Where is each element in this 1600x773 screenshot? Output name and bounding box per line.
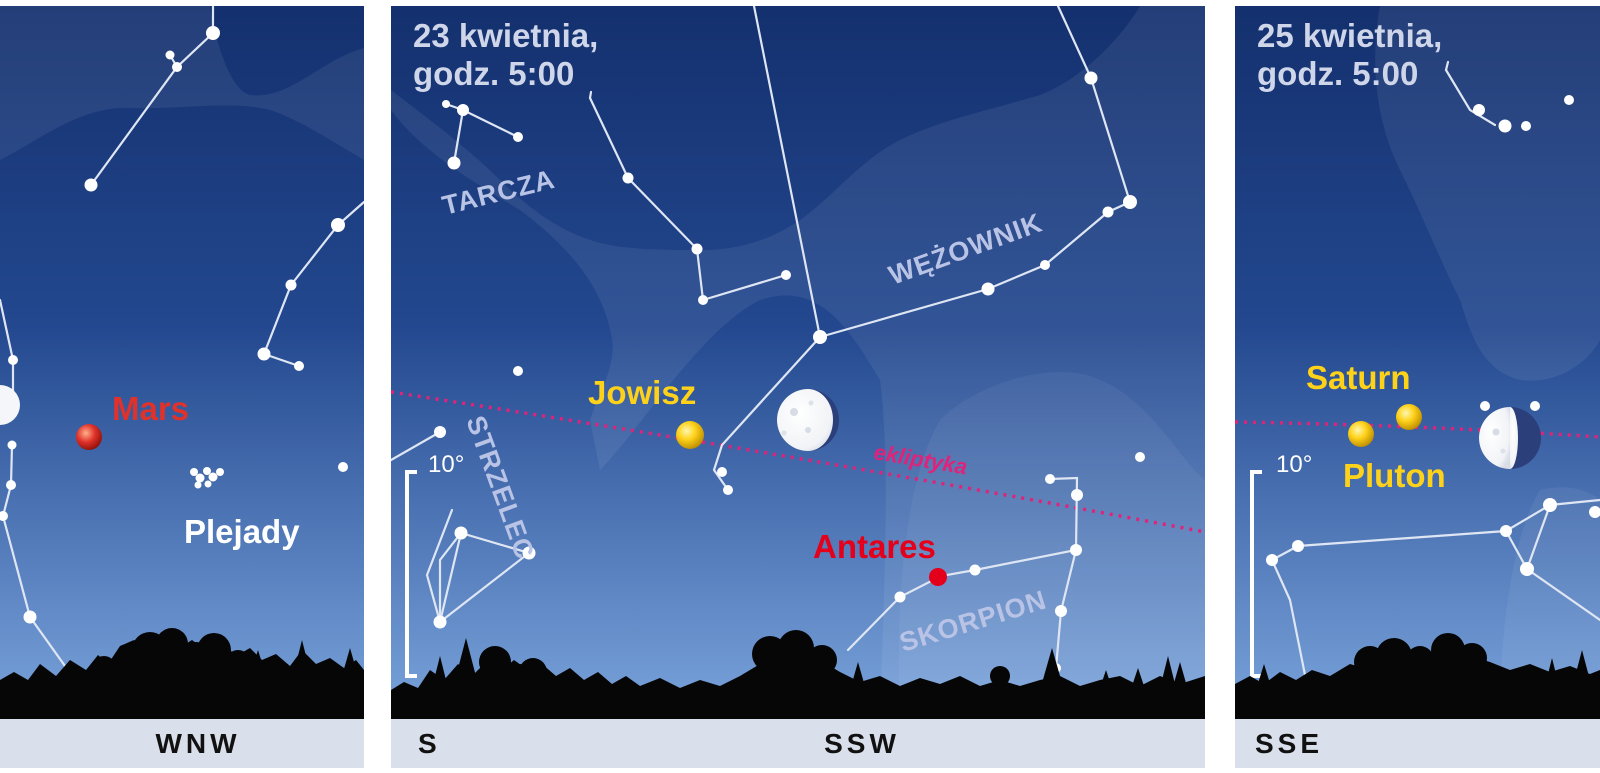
treeline-silhouette — [1235, 648, 1600, 719]
milky-way-band — [391, 6, 1205, 719]
tree-crowns — [92, 628, 358, 680]
date-line-2: godz. 5:00 — [413, 55, 574, 92]
pleiades-label: Plejady — [184, 513, 300, 550]
sky-background — [1235, 6, 1600, 719]
jupiter-label: Jowisz — [588, 374, 696, 411]
direction-strip — [391, 719, 1205, 768]
direction-label-sse: SSE — [1255, 728, 1323, 759]
tree-crowns — [432, 630, 1188, 694]
sky-background — [0, 6, 364, 719]
panel-sse: Saturn Pluton 25 kwietnia, godz. 5:00 10… — [1235, 6, 1600, 768]
direction-strip — [1235, 719, 1600, 768]
scale-bar-10deg: 10° — [405, 451, 464, 678]
moon-last-quarter-icon — [1479, 407, 1541, 469]
pleiades-cluster-icon — [190, 467, 224, 489]
saturn-planet-icon — [1396, 404, 1422, 430]
treeline-silhouette — [0, 634, 364, 719]
milky-way-glow — [898, 372, 1205, 719]
direction-strip — [0, 719, 364, 768]
ecliptic-line — [1235, 420, 1600, 439]
jupiter-planet-icon — [676, 421, 704, 449]
antares-star-icon — [929, 568, 947, 586]
stars — [433, 71, 1145, 673]
mars-planet-icon — [76, 424, 102, 450]
stars — [1266, 95, 1600, 576]
treeline-silhouette — [391, 650, 1205, 719]
milky-way-glow — [1500, 487, 1600, 719]
milky-way-band — [1375, 6, 1600, 381]
scale-bar-10deg: 10° — [1250, 451, 1312, 678]
saturn-label: Saturn — [1306, 359, 1411, 396]
mars-label: Mars — [112, 390, 189, 427]
panel-wnw: Mars Plejady WNW — [0, 6, 364, 768]
panel-ssw: ekliptyka — [391, 6, 1205, 768]
ecliptic-line — [391, 390, 1205, 534]
pluto-planet-icon — [1348, 421, 1374, 447]
milky-way-band — [0, 6, 364, 160]
date-line-1: 25 kwietnia, — [1257, 17, 1442, 54]
date-line-1: 23 kwietnia, — [413, 17, 598, 54]
pluto-label: Pluton — [1343, 457, 1446, 494]
antares-label: Antares — [813, 528, 936, 565]
date-line-2: godz. 5:00 — [1257, 55, 1418, 92]
direction-label-ssw: SSW — [824, 728, 900, 759]
scale-label: 10° — [1276, 451, 1312, 478]
tree-crowns — [1256, 633, 1592, 690]
moon-waning-gibbous-icon — [777, 389, 839, 451]
scale-label: 10° — [428, 451, 464, 478]
direction-label-wnw: WNW — [155, 728, 240, 759]
stars — [0, 26, 348, 624]
direction-label-s: S — [418, 728, 441, 759]
moon-partial-icon — [0, 385, 20, 425]
